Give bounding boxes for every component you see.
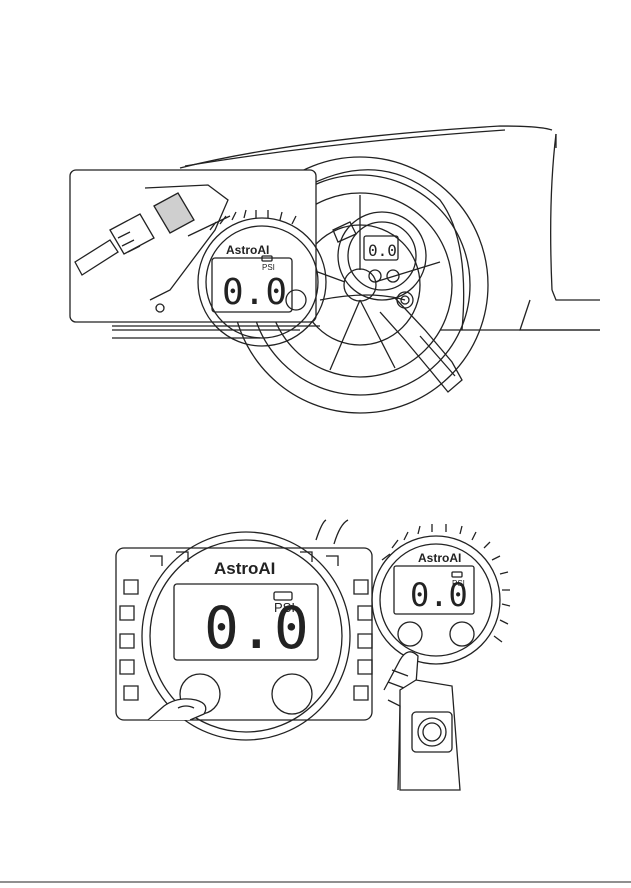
figure-gauge-on-tire: 0.0 AstroAI 0.0 — [70, 126, 600, 413]
large-brand: AstroAI — [214, 559, 275, 578]
inset-brand: AstroAI — [226, 243, 269, 257]
figure-power-button-press: AstroAI 0.0 PSI AstroAI 0.0 PSI — [116, 520, 510, 790]
small-gauge-with-handle: AstroAI 0.0 PSI — [372, 524, 510, 790]
small-power-button — [398, 622, 422, 646]
gauge-on-valve: 0.0 — [320, 212, 462, 392]
small-unit-label: PSI — [452, 579, 465, 588]
small-brand: AstroAI — [418, 551, 461, 565]
large-unit-label: PSI — [274, 600, 295, 615]
lcd-reading-small: 0.0 — [368, 241, 397, 260]
small-unit-button — [450, 622, 474, 646]
inset-detail-box: AstroAI 0.0 PSI — [70, 170, 326, 346]
large-inset-gauge: AstroAI 0.0 PSI — [116, 520, 372, 740]
lcd-reading: 0.0 — [222, 272, 287, 313]
unit-label: PSI — [262, 263, 275, 272]
